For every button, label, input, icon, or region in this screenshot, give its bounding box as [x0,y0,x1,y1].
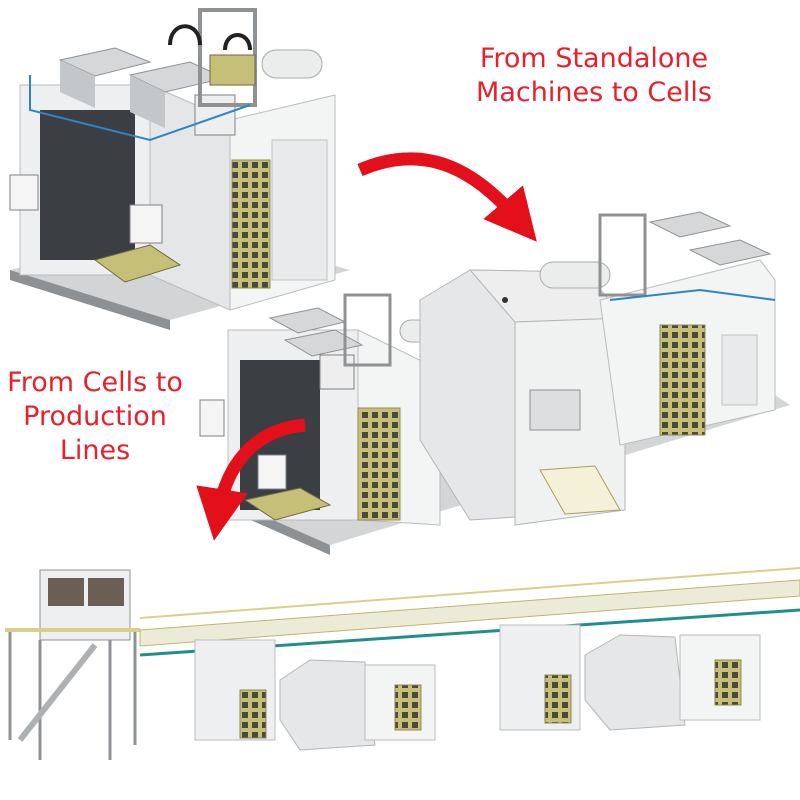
standalone-machine [9,8,350,330]
caption-cells-to-lines: From Cells to Production Lines [7,367,183,466]
machine-cell [199,211,790,555]
production-line [5,567,800,760]
curved-arrow-down-left-icon [196,418,306,541]
curved-arrow-right-icon [357,152,537,242]
caption-standalone-to-cells: From Standalone Machines to Cells [476,43,712,108]
